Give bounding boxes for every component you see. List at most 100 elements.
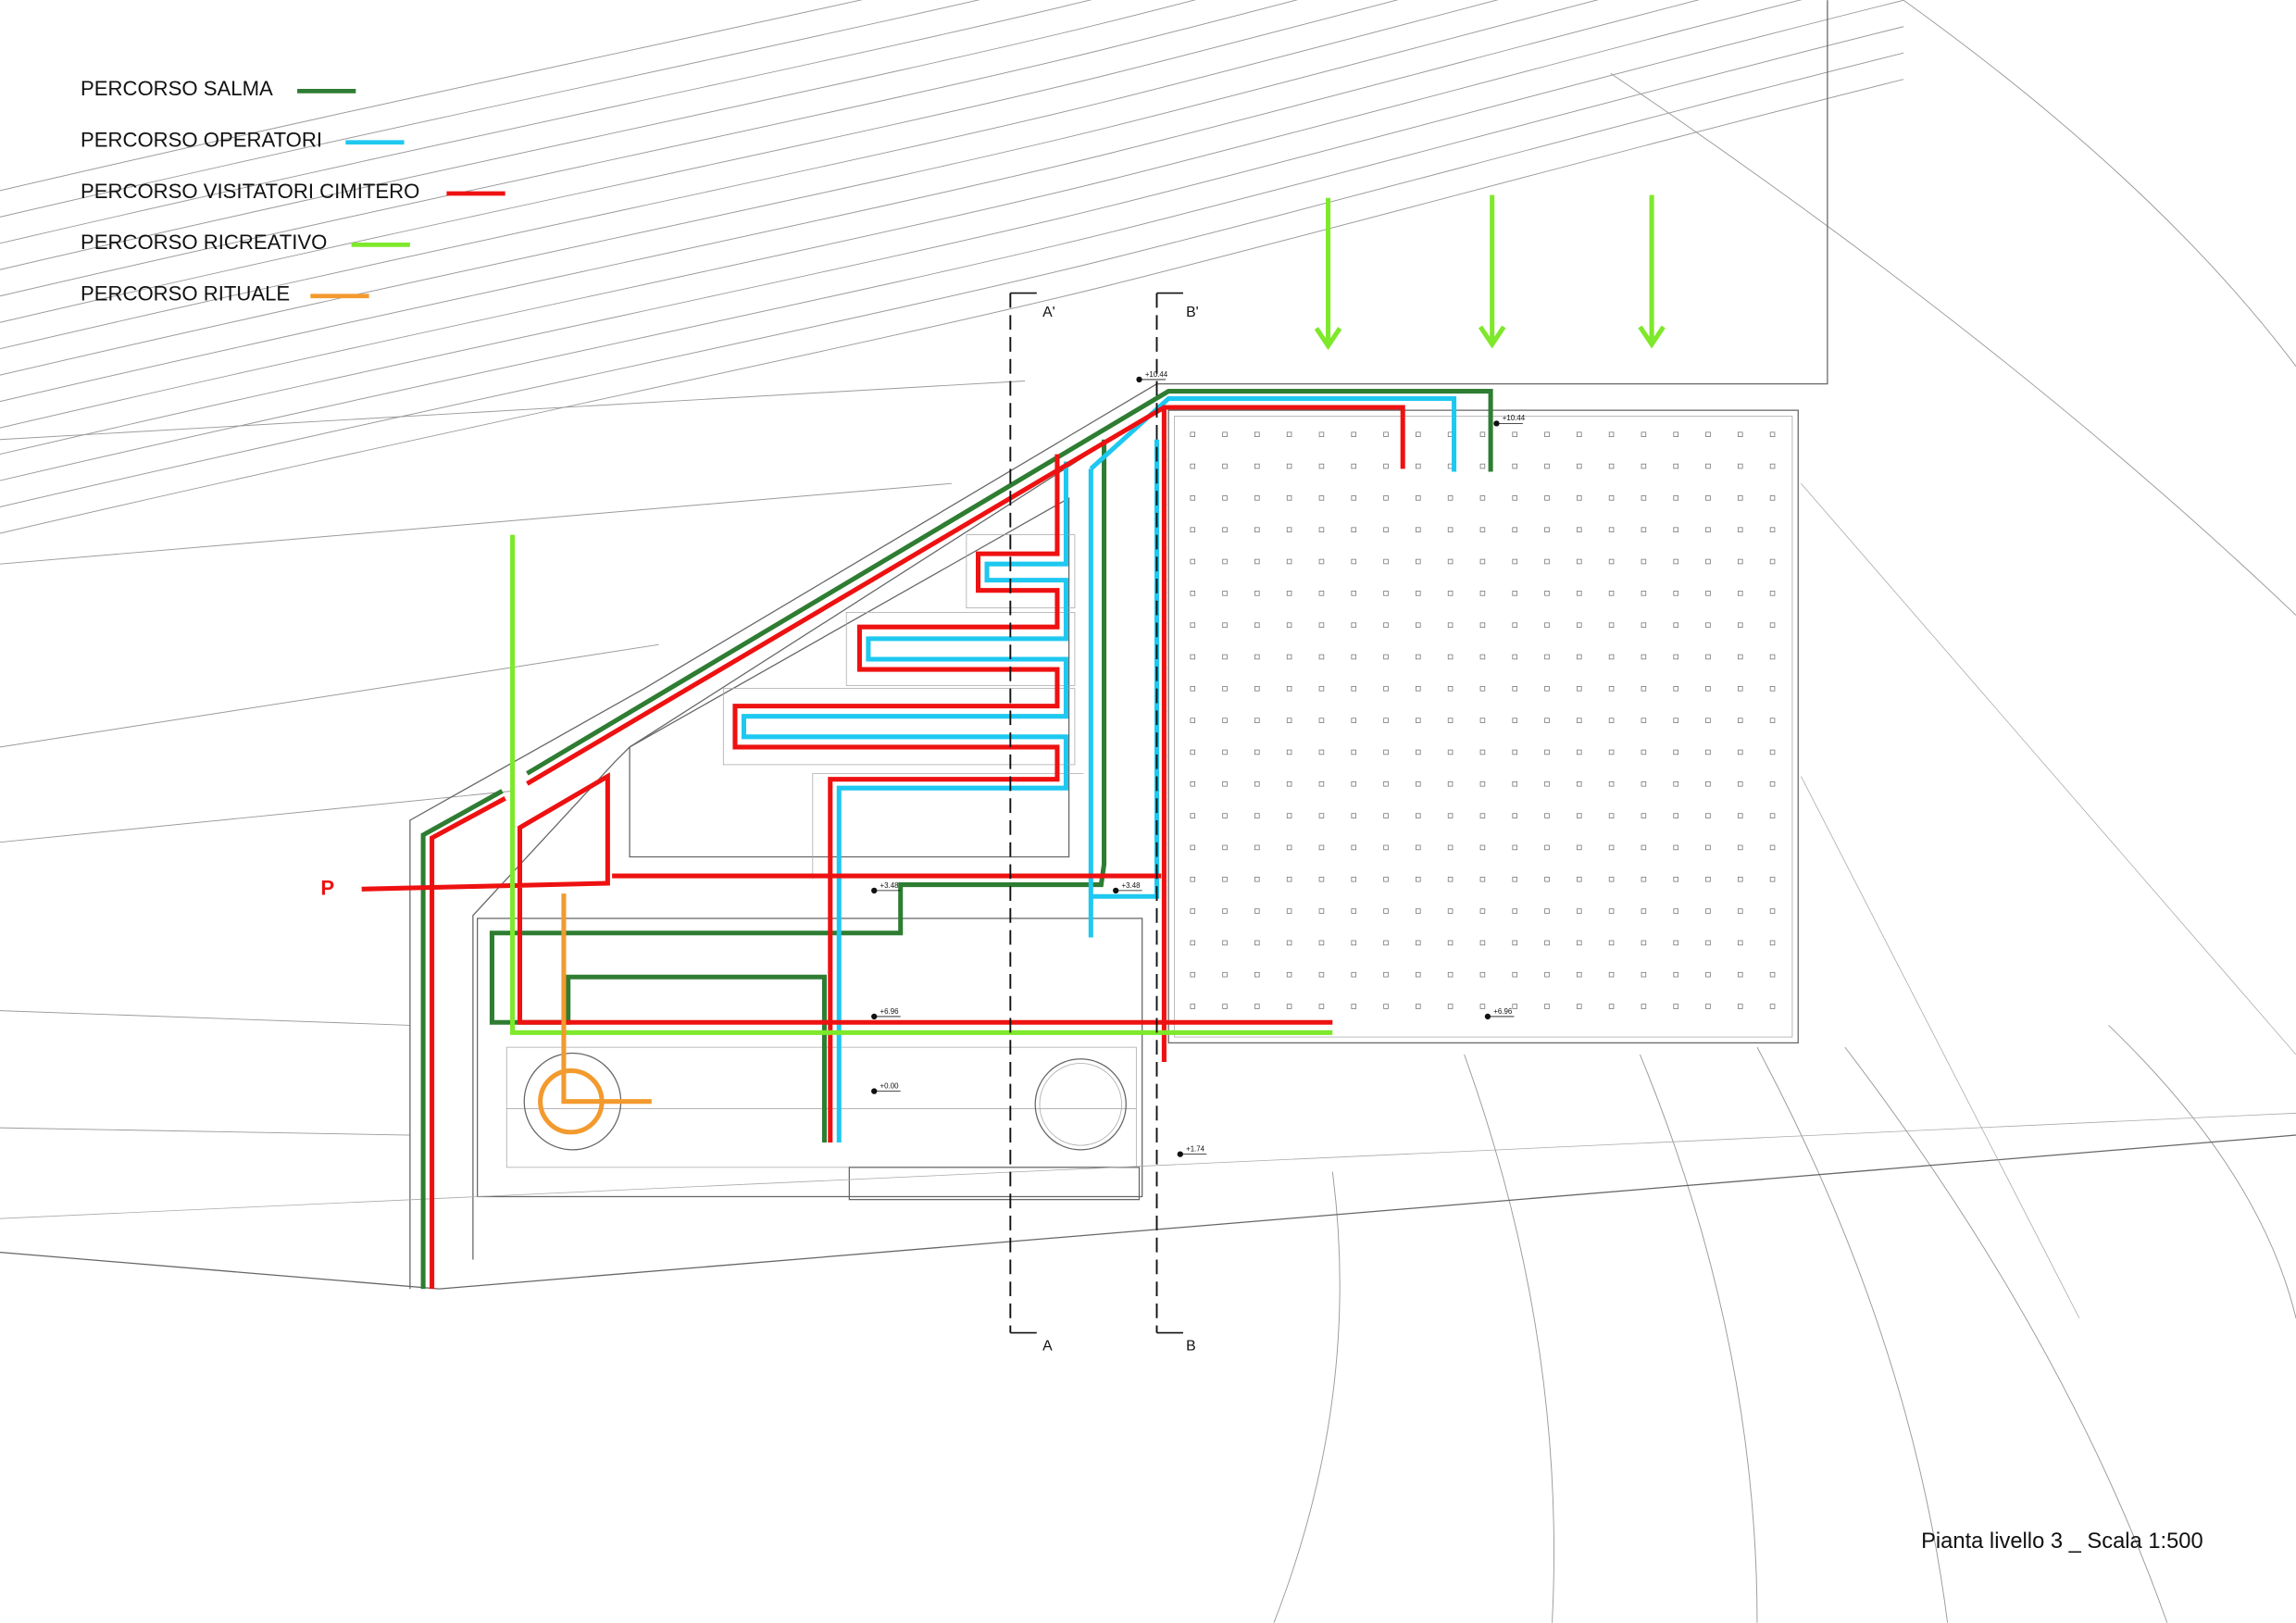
grid-dot — [1577, 558, 1582, 565]
grid-dot — [1705, 780, 1711, 787]
section-label-b-bottom: B — [1186, 1339, 1196, 1355]
grid-dot — [1641, 622, 1647, 628]
grid-dot — [1416, 844, 1421, 851]
grid-dot — [1383, 1004, 1389, 1009]
contour-line — [0, 0, 1299, 297]
grid-dot — [1512, 876, 1517, 882]
contour-line — [0, 0, 1399, 323]
grid-dot — [1383, 527, 1389, 532]
grid-dot — [1705, 654, 1711, 660]
contour-line — [0, 0, 1092, 244]
contour-line — [1610, 72, 2296, 616]
grid-dot — [1738, 527, 1743, 532]
grid-dot — [1673, 876, 1678, 882]
route-salma — [420, 389, 1493, 1290]
grid-dot — [1318, 813, 1325, 818]
grid-dot — [1447, 495, 1454, 501]
grid-dot — [1479, 686, 1486, 692]
grid-dot — [1512, 431, 1517, 437]
elevation-label: +10.44 — [1503, 414, 1526, 422]
grid-dot — [1577, 686, 1582, 692]
grid-dot — [1416, 780, 1421, 787]
grid-dot — [1577, 940, 1582, 946]
grid-dot — [1641, 940, 1647, 946]
grid-dot — [1222, 940, 1228, 946]
grid-dot — [1254, 780, 1260, 787]
grid-dot — [1318, 876, 1325, 882]
grid-dot — [1512, 591, 1517, 596]
grid-dot — [1738, 908, 1743, 914]
grid-dot — [1416, 1004, 1421, 1009]
grid-dot — [1416, 622, 1421, 628]
grid-dot — [1641, 527, 1647, 532]
grid-dots — [1190, 431, 1776, 1009]
grid-dot — [1705, 431, 1711, 437]
contour-line — [0, 52, 1904, 507]
elevation-label: +3.48 — [880, 881, 900, 890]
grid-dot — [1641, 654, 1647, 660]
grid-dot — [1479, 718, 1486, 723]
grid-dot — [1608, 654, 1615, 660]
grid-dot — [1190, 940, 1196, 946]
grid-dot — [1479, 591, 1486, 596]
grid-dot — [1447, 527, 1454, 532]
grid-dot — [1383, 718, 1389, 723]
elevation-marker-icon — [1484, 1013, 1491, 1020]
grid-dot — [1351, 718, 1356, 723]
grid-dot — [1673, 940, 1678, 946]
grid-dot — [1190, 908, 1196, 914]
grid-dot — [1254, 527, 1260, 532]
grid-dot — [1479, 749, 1486, 755]
grid-dot — [1254, 844, 1260, 851]
elevation-marker-icon — [871, 1013, 878, 1020]
grid-dot — [1351, 908, 1356, 914]
grid-dot — [1769, 558, 1776, 565]
grid-dot — [1318, 431, 1325, 437]
grid-dot — [1608, 780, 1615, 787]
grid-dot — [1479, 654, 1486, 660]
contour-line — [0, 0, 1499, 350]
grid-dot — [1512, 1004, 1517, 1009]
grid-dot — [1222, 431, 1228, 437]
grid-dot — [1512, 622, 1517, 628]
grid-dot — [1641, 749, 1647, 755]
grid-dot — [1673, 686, 1678, 692]
grid-dot — [1286, 495, 1292, 501]
grid-dot — [1190, 431, 1196, 437]
grid-dot — [1512, 844, 1517, 851]
grid-dot — [1190, 844, 1196, 851]
route-visitatori — [361, 405, 1405, 1290]
grid-dot — [1608, 718, 1615, 723]
grid-dot — [1705, 591, 1711, 596]
grid-dot — [1190, 876, 1196, 882]
grid-dot — [1608, 749, 1615, 755]
grid-dot — [1544, 431, 1550, 437]
grid-dot — [1769, 431, 1776, 437]
grid-dot — [1383, 749, 1389, 755]
grid-dot — [1383, 654, 1389, 660]
grid-dot — [1447, 876, 1454, 882]
grid-dot — [1738, 431, 1743, 437]
grid-dot — [1544, 495, 1550, 501]
grid-dot — [1286, 971, 1292, 978]
legend: PERCORSO SALMA PERCORSO OPERATORI PERCOR… — [81, 77, 505, 306]
grid-dot — [1190, 495, 1196, 501]
grid-dot — [1544, 622, 1550, 628]
grid-dot — [1544, 971, 1550, 978]
grid-dot — [1769, 971, 1776, 978]
grid-dot — [1479, 940, 1486, 946]
grid-dot — [1641, 591, 1647, 596]
grid-dot — [1254, 876, 1260, 882]
grid-dot — [1738, 718, 1743, 723]
grid-dot — [1416, 591, 1421, 596]
grid-dot — [1383, 844, 1389, 851]
grid-dot — [1673, 718, 1678, 723]
contour-line — [1639, 1054, 1758, 1623]
grid-dot — [1705, 844, 1711, 851]
grid-dot — [1608, 813, 1615, 818]
grid-dot — [1222, 495, 1228, 501]
grid-dot — [1673, 463, 1678, 469]
grid-dot — [1351, 622, 1356, 628]
legend-label-ricreativo: PERCORSO RICREATIVO — [81, 231, 327, 254]
contour-line — [0, 643, 659, 748]
